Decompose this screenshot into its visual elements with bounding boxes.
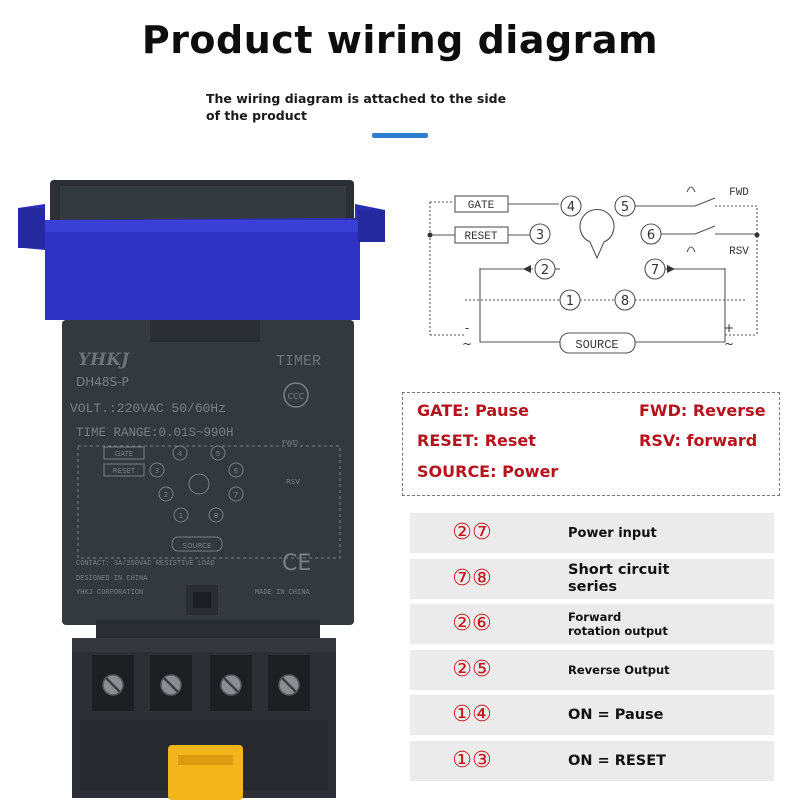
timer-body [62, 320, 354, 625]
face-pin-label: 4 [178, 450, 183, 458]
ce-text: CE [282, 551, 311, 576]
made-in: MADE IN CHINA [255, 589, 310, 597]
wiring-diagram: GATE RESET SOURCE FWD RSV 4 5 3 6 2 7 1 … [405, 170, 800, 375]
legend-source: SOURCE: Power [417, 462, 559, 481]
pin-function: ON = RESET [568, 752, 667, 769]
subtitle: The wiring diagram is attached to the si… [206, 90, 526, 124]
source-box [559, 332, 636, 354]
time-range: TIME RANGE:0.01S~990H [76, 426, 234, 440]
volt-rating: VOLT.:220VAC 50/60Hz [70, 401, 226, 416]
pin-8: 8 [621, 294, 629, 309]
list-item: ②⑦ Power input [410, 513, 774, 553]
pin-function: ON = Pause [568, 707, 664, 723]
pin-pair: ②⑤ [452, 656, 492, 682]
pin-pair: ②⑥ [452, 611, 492, 636]
pin-function: Short circuit series [568, 559, 669, 599]
pin-4: 4 [567, 200, 575, 215]
accent-bar [372, 133, 428, 138]
model-number: DH48S-P [76, 375, 129, 389]
legend-fwd: FWD: Reverse [639, 401, 766, 420]
list-item: ②⑥ Forward rotation output [410, 604, 774, 644]
page-title: Product wiring diagram [141, 18, 659, 62]
pin-2: 2 [541, 263, 549, 278]
plus-sign: + [724, 321, 734, 335]
legend-rsv: RSV: forward [639, 431, 758, 450]
legend-box: GATE: Pause FWD: Reverse RESET: Reset RS… [402, 392, 780, 496]
list-item: ②⑤ Reverse Output [410, 649, 774, 690]
designed-in: DESIGNED IN CHINA [76, 575, 148, 583]
subtitle-line: of the product [206, 108, 308, 123]
gate-label: GATE [468, 200, 495, 212]
minus-sign: - [465, 321, 469, 335]
face-wiring-diagram [77, 445, 341, 559]
pin-pair: ①③ [452, 747, 492, 773]
rsv-label: RSV [729, 246, 749, 258]
timer-label: TIMER [276, 353, 321, 370]
ac-left: ~ [462, 337, 472, 351]
face-pin-label: 8 [214, 512, 218, 520]
face-rsv-label: RSV [286, 478, 300, 486]
pin-function-line: rotation output [568, 624, 668, 638]
brand-logo: YHKJ [78, 350, 130, 370]
pin-pair: ①④ [452, 702, 492, 727]
face-pin-label: 1 [179, 512, 183, 520]
socket-top [96, 620, 320, 640]
contact-rating: CONTACT: 3A/250VAC RESISTIVE LOAD [76, 560, 215, 568]
pin-function-line: Short circuit [568, 561, 670, 578]
pin-function-line: series [568, 578, 618, 595]
pin-3: 3 [536, 228, 544, 243]
socket-yellow-clip [168, 745, 243, 800]
ce-mark: CE [282, 551, 311, 576]
ccc-mark: CCC [283, 382, 309, 408]
face-fwd-label: FWD [282, 439, 298, 447]
source-label: SOURCE [575, 338, 618, 352]
ac-right: ~ [724, 337, 734, 351]
face-pin-label: 2 [164, 491, 168, 499]
fwd-label: FWD [729, 187, 749, 199]
pin-pair: ②⑦ [452, 520, 492, 545]
face-pin-label: 5 [216, 450, 220, 458]
ccc-text: CCC [288, 392, 305, 401]
face-reset-label: RESET [113, 467, 136, 475]
pin-function: Forward rotation output [568, 604, 668, 644]
face-pin-label: 7 [234, 491, 238, 499]
list-item: ①③ ON = RESET [410, 740, 774, 781]
legend-gate: GATE: Pause [417, 401, 529, 420]
pin-pair: ⑦⑧ [452, 565, 492, 591]
pin-6: 6 [647, 228, 655, 243]
product-illustration: YHKJ TIMER DH48S-P CCC VOLT.:220VAC 50/6… [0, 160, 400, 800]
pin-function-line: Forward [568, 610, 622, 624]
pin-function-list: ②⑦ Power input ⑦⑧ Short circuit series ②… [410, 513, 774, 786]
pin-function: Reverse Output [568, 662, 670, 677]
list-item: ①④ ON = Pause [410, 695, 774, 735]
subtitle-line: The wiring diagram is attached to the si… [206, 91, 507, 106]
corporation: YHKJ CORPORATION [76, 589, 143, 597]
legend-reset: RESET: Reset [417, 431, 536, 450]
face-pin-label: 3 [155, 467, 159, 475]
reset-label: RESET [464, 231, 497, 243]
pin-5: 5 [621, 200, 629, 215]
face-pin-label: 6 [234, 467, 239, 475]
pin-function: Power input [568, 525, 657, 541]
list-item: ⑦⑧ Short circuit series [410, 558, 774, 599]
face-source-label: SOURCE [183, 542, 212, 550]
pin-1: 1 [566, 294, 574, 309]
pin-7: 7 [651, 263, 659, 278]
face-gate-label: GATE [115, 450, 133, 458]
